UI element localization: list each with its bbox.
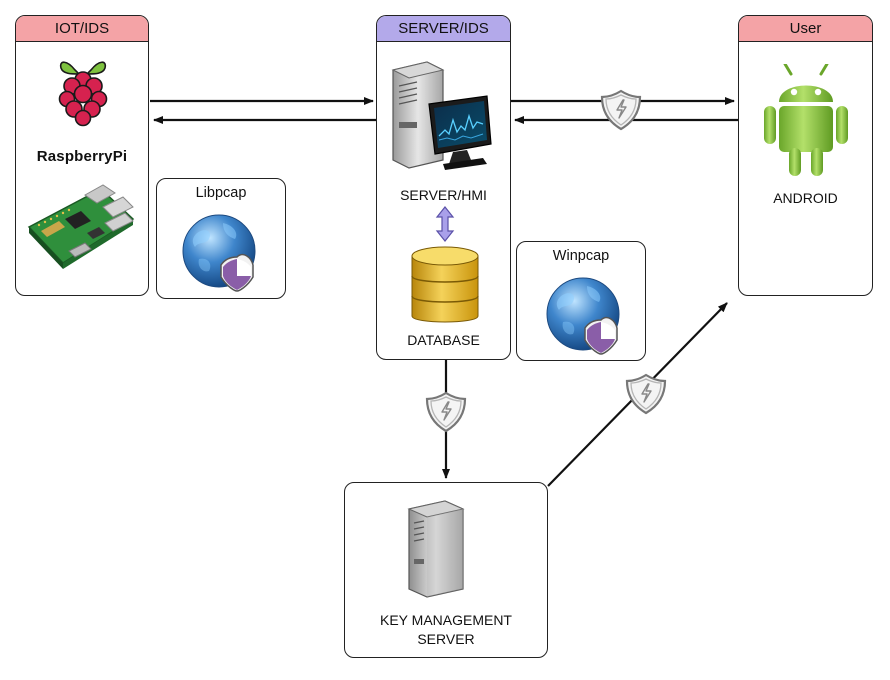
iot-ids-node: IOT/IDS RaspberryPi (15, 15, 149, 296)
globe-shield-icon (182, 214, 256, 292)
raspberry-pi-logo-icon (58, 61, 108, 127)
security-shield-icon (625, 373, 667, 415)
iot-ids-header: IOT/IDS (16, 16, 148, 42)
globe-shield-icon (546, 277, 620, 355)
server-hmi-label: SERVER/HMI (400, 187, 487, 203)
kms-label-line2: SERVER (417, 631, 475, 647)
user-header: User (739, 16, 872, 42)
server-ids-header: SERVER/IDS (377, 16, 510, 42)
winpcap-title: Winpcap (552, 248, 610, 264)
user-node: User ANDROID (738, 15, 873, 296)
libpcap-title: Libpcap (195, 185, 247, 201)
security-shield-icon (600, 89, 642, 131)
database-icon (411, 246, 479, 323)
server-ids-node: SERVER/IDS SERVER/HMI DATABASE (376, 15, 511, 360)
key-management-server-node: KEY MANAGEMENT SERVER (344, 482, 548, 658)
circuit-board-icon (27, 184, 135, 269)
android-label: ANDROID (773, 190, 838, 206)
winpcap-node: Winpcap (516, 241, 646, 361)
desktop-server-icon (391, 61, 492, 170)
security-shield-icon (425, 391, 467, 433)
kms-label-line1: KEY MANAGEMENT (380, 612, 512, 628)
sync-double-arrow-icon (435, 206, 455, 242)
android-robot-icon (764, 64, 848, 176)
database-label: DATABASE (407, 332, 480, 348)
raspberry-pi-brand: RaspberryPi (36, 148, 128, 165)
libpcap-node: Libpcap (156, 178, 286, 299)
server-tower-icon (407, 500, 465, 598)
